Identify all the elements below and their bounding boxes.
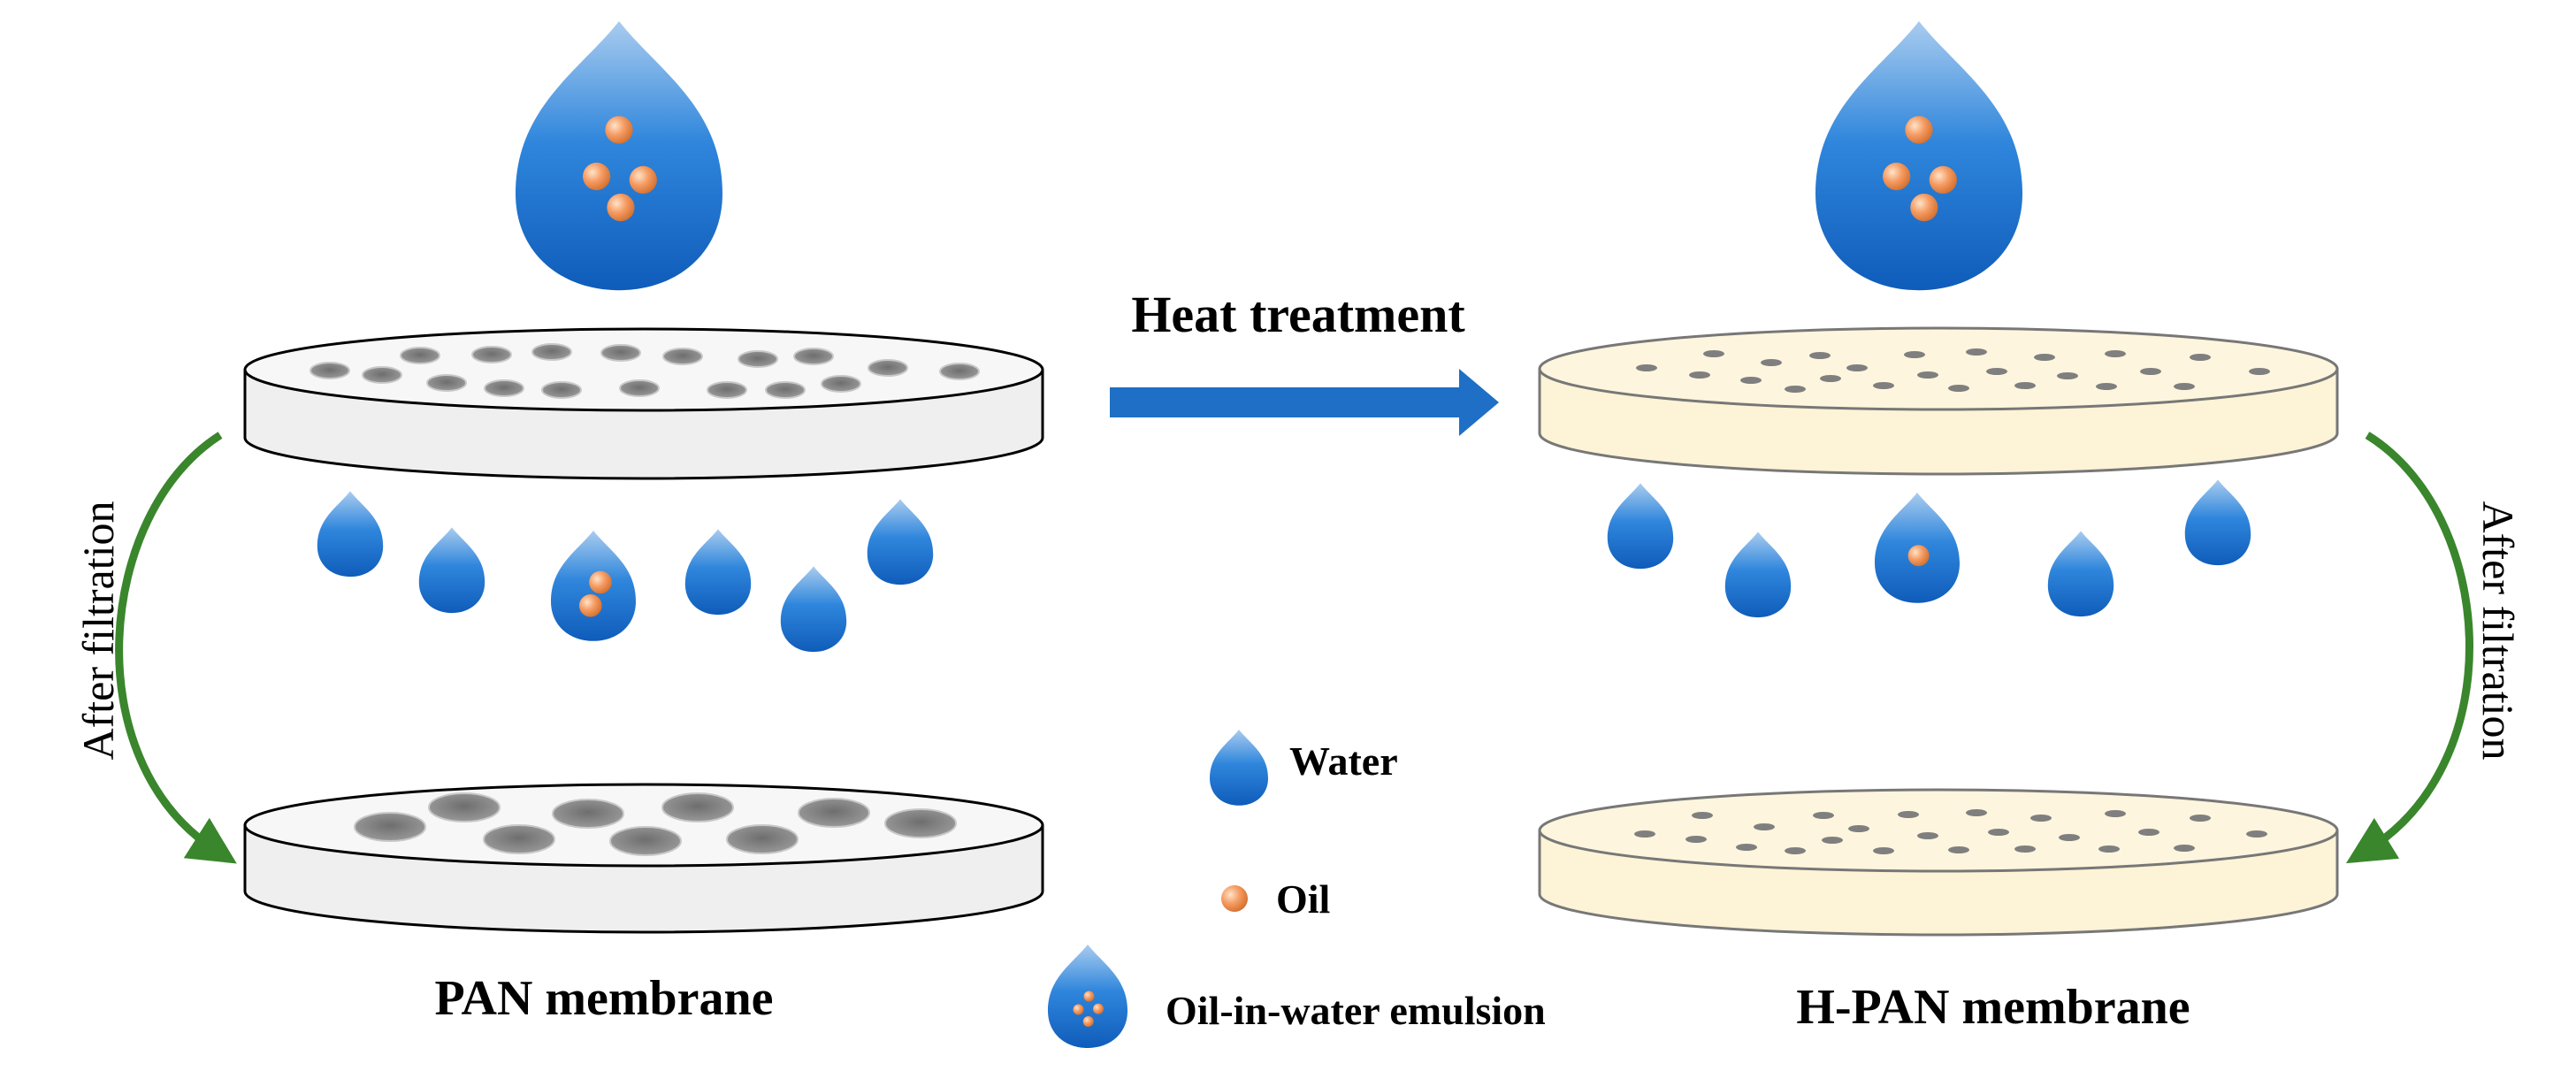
legend: Water Oil Oil-in-water emulsion [1048, 730, 1546, 1048]
legend-oil-label: Oil [1276, 876, 1330, 922]
water-drop [780, 566, 847, 653]
after-filtration-label-right: After filtration [2473, 501, 2523, 761]
water-drop [2184, 479, 2251, 566]
water-drop [684, 529, 752, 616]
emulsion-drop-leaked [551, 531, 636, 641]
water-drop [1724, 532, 1792, 618]
legend-water-label: Water [1289, 738, 1398, 784]
heat-treatment-arrow [1110, 369, 1499, 436]
pan-membrane-label: PAN membrane [434, 971, 773, 1026]
water-drop [317, 491, 384, 578]
pan-membrane-before [243, 327, 1044, 480]
legend-oil-icon [1221, 885, 1248, 912]
emulsion-drop-top-right [1815, 20, 2022, 291]
after-filtration-arrow-left [115, 432, 237, 864]
hpan-membrane-after [1538, 788, 2339, 937]
heat-treatment-label: Heat treatment [1131, 286, 1465, 343]
after-filtration-label-left: After filtration [73, 501, 123, 761]
pan-permeate-drops [317, 491, 934, 653]
water-drop [2047, 531, 2114, 617]
pan-membrane-after [243, 783, 1044, 934]
hpan-membrane-label: H-PAN membrane [1796, 980, 2190, 1035]
pan-pores-after [354, 792, 957, 856]
water-drop [867, 499, 934, 585]
legend-emulsion-label: Oil-in-water emulsion [1166, 988, 1546, 1033]
legend-emulsion-icon [1048, 945, 1127, 1048]
hpan-permeate-drops [1607, 479, 2251, 618]
emulsion-drop-rejected [1875, 493, 1960, 603]
water-drop [1607, 483, 1674, 570]
hpan-pores-after [1634, 809, 2267, 854]
hpan-membrane-before [1538, 326, 2339, 476]
water-drop [418, 527, 485, 614]
legend-water-icon [1210, 730, 1268, 806]
hpan-pores-before [1636, 348, 2270, 393]
pan-pores-before [310, 343, 980, 399]
emulsion-drop-top-left [516, 20, 722, 291]
after-filtration-arrow-right [2346, 432, 2473, 864]
